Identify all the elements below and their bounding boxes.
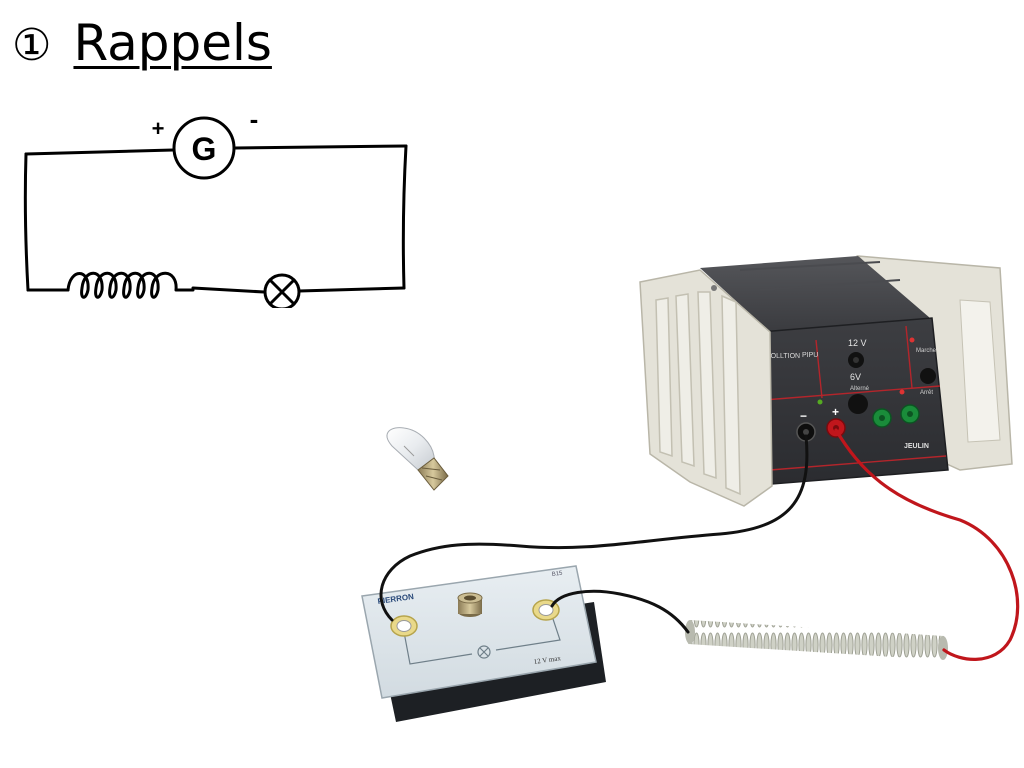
generator-symbol xyxy=(172,116,236,180)
board-top xyxy=(361,565,597,699)
wire-right xyxy=(401,144,408,290)
model-label: PIPU xyxy=(802,352,818,359)
arret-label: Arrêt xyxy=(920,390,933,396)
coil-symbol xyxy=(66,271,195,299)
wire-black-coil xyxy=(550,589,690,634)
switch-label: Alterné xyxy=(850,386,870,392)
light-bulb xyxy=(386,427,449,491)
wire-left xyxy=(23,152,30,292)
minus-label: - xyxy=(250,108,259,134)
coil-inductor xyxy=(685,620,948,660)
minus-terminal-label: − xyxy=(800,409,807,423)
board-code: B15 xyxy=(551,570,563,578)
wire-black-main xyxy=(379,434,809,622)
bulb-board: PIERRON B15 12 V max xyxy=(361,565,606,722)
power-knob xyxy=(920,368,936,384)
board-rating: 12 V max xyxy=(533,654,562,666)
generator-label: G xyxy=(192,131,217,167)
case-top xyxy=(700,256,930,332)
plus-label: + xyxy=(152,116,165,141)
wire-top-left xyxy=(24,148,175,156)
voltage-low-label: 6V xyxy=(850,372,861,382)
wire-bottom-mid xyxy=(191,286,266,294)
marche-label: Marche xyxy=(916,348,937,354)
bulb-base xyxy=(417,457,449,491)
title-text: Rappels xyxy=(73,14,272,72)
voltage-high-label: 12 V xyxy=(848,338,867,348)
power-supply: VOLLTION PIPU 12 V 6V Marche Arrêt Alter… xyxy=(639,255,1013,507)
plus-terminal-label: + xyxy=(832,405,839,419)
wire-bottom-right xyxy=(297,286,406,293)
wire-top-right xyxy=(233,144,408,150)
circuit-schematic: G + - xyxy=(23,108,408,308)
title-number: ① xyxy=(12,20,52,71)
brand-label: VOLLTION xyxy=(766,353,800,360)
maker-label: JEULIN xyxy=(904,443,929,450)
mode-knob xyxy=(848,394,868,414)
wire-red xyxy=(834,428,1020,661)
page-title: ① Rappels xyxy=(12,14,272,72)
